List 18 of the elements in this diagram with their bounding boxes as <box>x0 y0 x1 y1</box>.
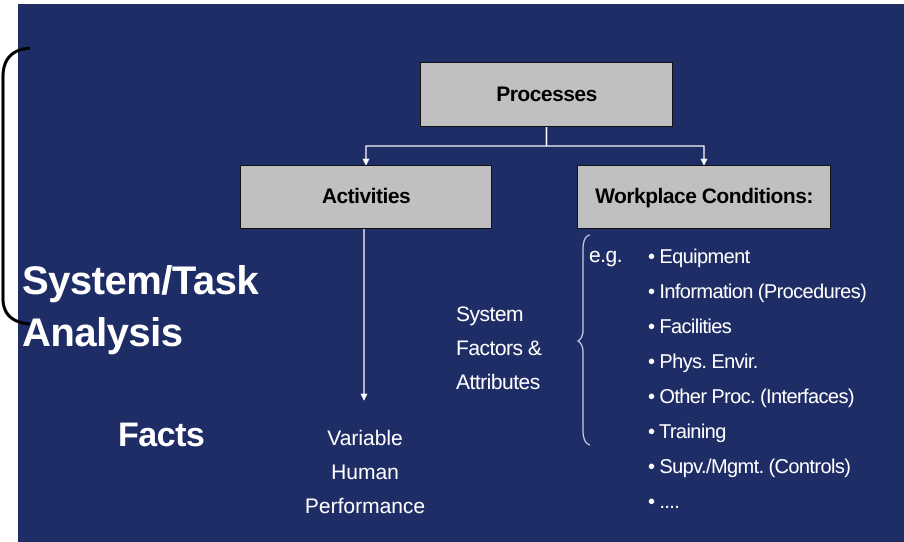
list-item: • .... <box>648 490 680 515</box>
process-box: Activities <box>240 165 492 229</box>
list-item: • Information (Procedures) <box>648 280 866 305</box>
list-item: • Equipment <box>648 245 751 270</box>
arrow <box>546 127 708 166</box>
list-item: • Phys. Envir. <box>648 350 759 375</box>
title-text: System/Task Analysis <box>22 258 260 357</box>
section-label: Facts <box>118 415 204 455</box>
list-item: • Training <box>648 420 727 445</box>
arrow <box>360 229 368 401</box>
list-item: • Facilities <box>648 315 732 340</box>
outcome-text: Variable Human Performance <box>295 422 435 524</box>
list-item: • Supv./Mgmt. (Controls) <box>648 455 852 480</box>
example-label: e.g. <box>589 243 622 269</box>
process-box: Processes <box>420 62 673 127</box>
category-label: System Factors & Attributes <box>456 302 542 396</box>
process-box: Workplace Conditions: <box>577 165 831 229</box>
list-item: • Other Proc. (Interfaces) <box>648 385 855 410</box>
